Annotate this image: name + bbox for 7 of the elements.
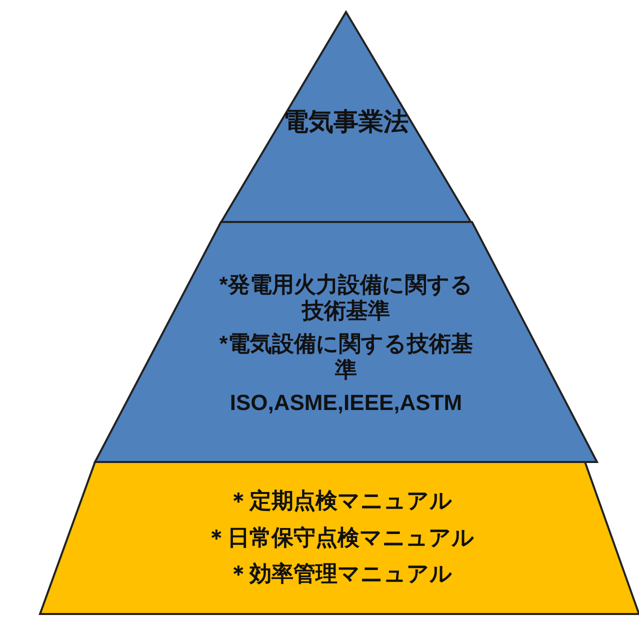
tier-text: 電気事業法	[284, 107, 408, 137]
tier-text: *電気設備に関する技術基準	[218, 330, 474, 384]
tier-text: ＊日常保守点検マニュアル	[206, 524, 474, 552]
tier-text: ISO,ASME,IEEE,ASTM	[230, 390, 462, 416]
tier-text: *発電用火力設備に関する技術基準	[218, 272, 474, 325]
tier-text: ＊定期点検マニュアル	[228, 488, 452, 515]
tier-text: ＊効率管理マニュアル	[228, 561, 452, 588]
